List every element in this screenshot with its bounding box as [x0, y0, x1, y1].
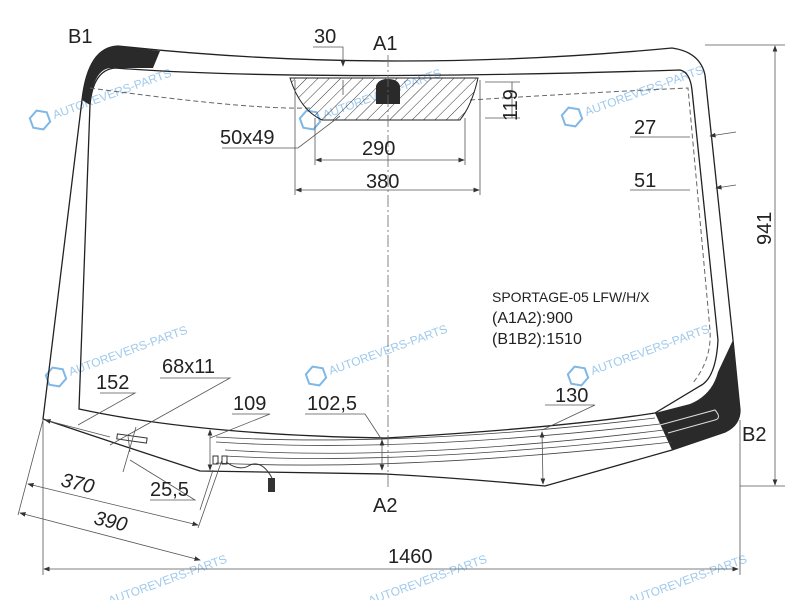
black-band-top-left — [82, 46, 160, 105]
black-band-bottom-right — [655, 340, 740, 450]
dim-25-5: 25,5 — [150, 479, 189, 501]
watermark-text: AUTOREVERS-PARTS — [106, 552, 229, 600]
svg-text:AUTOREVERS-PARTS: AUTOREVERS-PARTS — [589, 322, 712, 378]
point-a1-label: A1 — [373, 33, 397, 55]
dim-1460: 1460 — [388, 546, 433, 568]
b1b2-label: (B1B2):1510 — [492, 331, 582, 348]
glass-outer-edge — [42, 45, 741, 487]
dim-390: 390 — [92, 507, 129, 536]
model-label: SPORTAGE-05 LFW/H/X — [492, 289, 650, 305]
dimension-lines — [17, 44, 785, 575]
dim-51: 51 — [634, 170, 656, 192]
heating-lines — [215, 417, 673, 466]
dim-380: 380 — [366, 171, 399, 193]
point-b2-label: B2 — [742, 424, 766, 446]
dim-30: 30 — [314, 26, 336, 48]
dim-27: 27 — [634, 117, 656, 139]
watermark: AUTOREVERS-PARTS — [304, 322, 449, 387]
dim-152: 152 — [96, 372, 129, 394]
connector-plug — [268, 478, 275, 492]
dim-50x49: 50x49 — [220, 127, 275, 149]
point-a2-label: A2 — [373, 495, 397, 517]
dim-68x11: 68x11 — [162, 356, 215, 378]
dim-109: 109 — [233, 393, 266, 415]
point-b1-label: B1 — [68, 26, 92, 48]
svg-text:AUTOREVERS-PARTS: AUTOREVERS-PARTS — [51, 66, 174, 122]
a1a2-label: (A1A2):900 — [492, 310, 573, 327]
dim-130: 130 — [555, 385, 588, 407]
dim-119: 119 — [500, 89, 522, 121]
dim-941: 941 — [754, 212, 776, 245]
watermark-text: AUTOREVERS-PARTS — [626, 552, 749, 600]
dim-102-5: 102,5 — [307, 393, 357, 415]
glass-inner-edge — [78, 67, 719, 439]
dim-290: 290 — [362, 138, 395, 160]
heater-wire-loop — [659, 409, 719, 434]
dim-370: 370 — [59, 469, 96, 498]
watermark: AUTOREVERS-PARTS — [566, 322, 712, 387]
connector-left — [212, 455, 275, 492]
dashed-line — [89, 87, 711, 385]
